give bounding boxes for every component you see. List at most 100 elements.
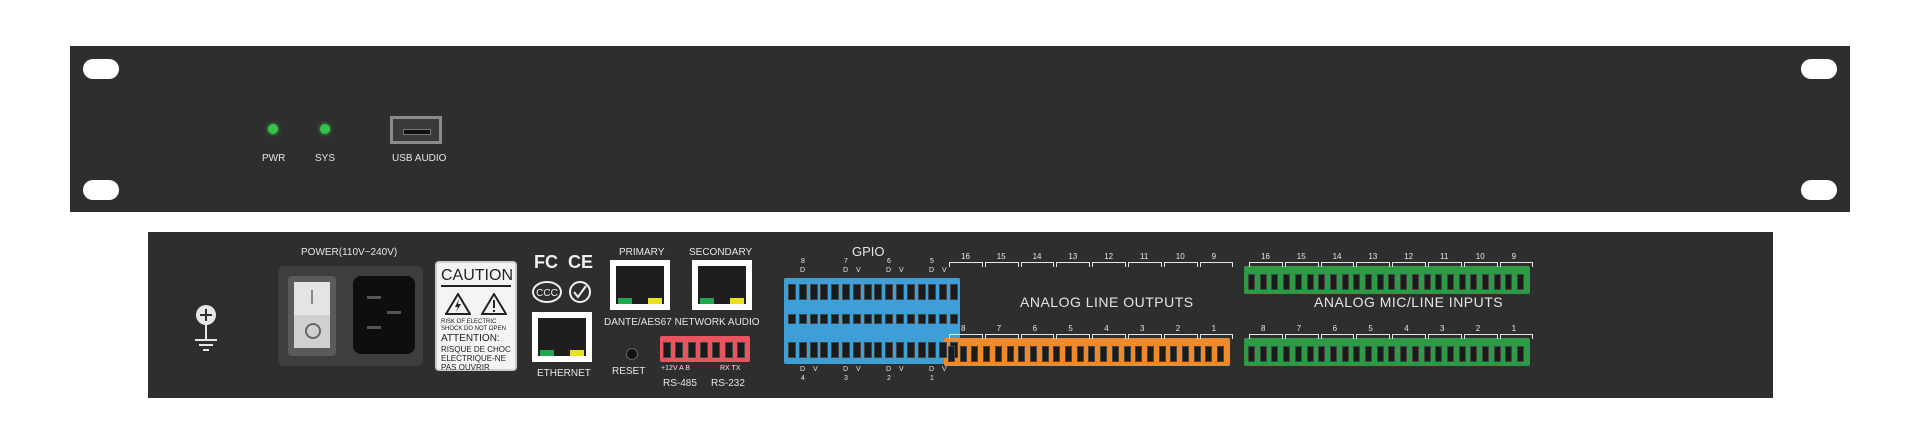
terminal-pin[interactable] [1041,346,1049,362]
reset-button[interactable] [626,348,638,360]
terminal-pin[interactable] [885,314,894,324]
terminal-pin[interactable] [1111,346,1119,362]
terminal-pin[interactable] [950,314,958,324]
terminal-pin[interactable] [917,284,926,300]
terminal-pin[interactable] [1505,274,1513,290]
terminal-pin[interactable] [885,342,894,358]
terminal-pin[interactable] [874,314,883,324]
terminal-pin[interactable] [983,346,991,362]
terminal-pin[interactable] [1353,346,1361,362]
terminal-pin[interactable] [842,284,850,300]
terminal-pin[interactable] [939,342,948,358]
terminal-pin[interactable] [1329,346,1337,362]
usb-audio-port[interactable] [390,116,442,144]
terminal-pin[interactable] [1065,346,1072,362]
terminal-pin[interactable] [809,284,818,300]
terminal-pin[interactable] [788,342,796,358]
terminal-pin[interactable] [663,342,671,358]
terminal-pin[interactable] [863,342,872,358]
terminal-pin[interactable] [1423,274,1431,290]
terminal-pin[interactable] [1341,346,1349,362]
terminal-pin[interactable] [948,346,955,362]
terminal-pin[interactable] [798,342,807,358]
terminal-pin[interactable] [1248,274,1255,290]
terminal-pin[interactable] [1458,346,1466,362]
terminal-pin[interactable] [1006,346,1014,362]
terminal-pin[interactable] [1446,274,1454,290]
power-switch[interactable] [288,276,336,356]
terminal-pin[interactable] [994,346,1002,362]
terminal-pin[interactable] [906,284,915,300]
terminal-pin[interactable] [939,284,948,300]
terminal-pin[interactable] [950,284,958,300]
terminal-pin[interactable] [1365,346,1372,362]
terminal-pin[interactable] [1435,274,1443,290]
terminal-pin[interactable] [1376,274,1384,290]
terminal-pin[interactable] [1306,346,1314,362]
terminal-pin[interactable] [1435,346,1443,362]
terminal-pin[interactable] [820,342,829,358]
ethernet-port[interactable] [532,312,592,362]
terminal-pin[interactable] [1353,274,1361,290]
terminal-pin[interactable] [1329,274,1337,290]
terminal-pin[interactable] [831,342,840,358]
terminal-pin[interactable] [1146,346,1154,362]
terminal-pin[interactable] [1446,346,1454,362]
terminal-pin[interactable] [1458,274,1466,290]
terminal-pin[interactable] [736,342,745,358]
terminal-pin[interactable] [928,314,937,324]
terminal-pin[interactable] [1376,346,1384,362]
terminal-pin[interactable] [1470,346,1478,362]
terminal-pin[interactable] [1271,346,1279,362]
terminal-pin[interactable] [863,314,872,324]
terminal-pin[interactable] [852,342,861,358]
terminal-pin[interactable] [1029,346,1037,362]
terminal-pin[interactable] [1271,274,1279,290]
terminal-pin[interactable] [1400,274,1408,290]
terminal-pin[interactable] [1517,346,1525,362]
secondary-network-port[interactable] [692,260,752,310]
terminal-pin[interactable] [1493,346,1501,362]
terminal-pin[interactable] [1259,346,1267,362]
terminal-pin[interactable] [896,314,904,324]
terminal-pin[interactable] [675,342,684,358]
terminal-pin[interactable] [874,342,883,358]
terminal-pin[interactable] [1053,346,1061,362]
terminal-pin[interactable] [863,284,872,300]
terminal-pin[interactable] [971,346,979,362]
terminal-pin[interactable] [1193,346,1201,362]
terminal-pin[interactable] [1517,274,1525,290]
terminal-pin[interactable] [831,314,840,324]
terminal-pin[interactable] [699,342,708,358]
terminal-pin[interactable] [788,314,796,324]
terminal-pin[interactable] [820,314,829,324]
terminal-pin[interactable] [1482,274,1489,290]
terminal-pin[interactable] [1248,346,1255,362]
terminal-pin[interactable] [1135,346,1143,362]
terminal-pin[interactable] [1470,274,1478,290]
terminal-pin[interactable] [1365,274,1372,290]
terminal-pin[interactable] [1411,346,1419,362]
terminal-pin[interactable] [809,342,818,358]
terminal-pin[interactable] [1411,274,1419,290]
terminal-pin[interactable] [798,284,807,300]
terminal-pin[interactable] [1341,274,1349,290]
terminal-pin[interactable] [1076,346,1084,362]
primary-network-port[interactable] [610,260,670,310]
terminal-pin[interactable] [724,342,733,358]
terminal-pin[interactable] [788,284,796,300]
terminal-pin[interactable] [928,342,937,358]
terminal-pin[interactable] [798,314,807,324]
terminal-pin[interactable] [842,314,850,324]
terminal-pin[interactable] [852,284,861,300]
terminal-pin[interactable] [1318,274,1326,290]
terminal-pin[interactable] [1259,274,1267,290]
terminal-pin[interactable] [1283,274,1291,290]
terminal-pin[interactable] [1388,346,1396,362]
terminal-pin[interactable] [1170,346,1178,362]
terminal-pin[interactable] [917,342,926,358]
terminal-pin[interactable] [1123,346,1131,362]
terminal-pin[interactable] [1318,346,1326,362]
terminal-pin[interactable] [1182,346,1189,362]
terminal-pin[interactable] [820,284,829,300]
